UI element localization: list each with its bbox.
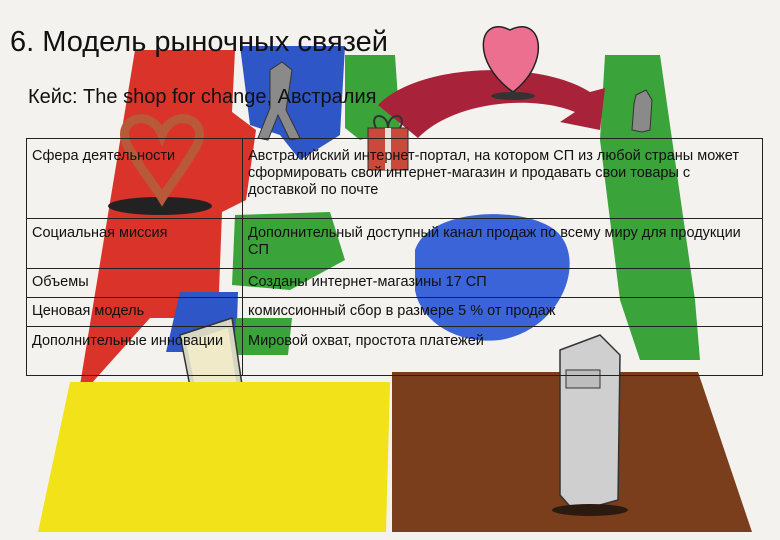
yellow-block (38, 382, 390, 532)
circular-arrow-icon (378, 70, 605, 138)
slide-title: 6. Модель рыночных связей (10, 26, 388, 58)
row-value: Австралийский интернет-портал, на которо… (242, 138, 763, 219)
table-row: Социальная миссия Дополнительный доступн… (26, 218, 763, 269)
row-label: Сфера деятельности (26, 138, 243, 219)
row-value: Созданы интернет-магазины 17 СП (242, 268, 763, 298)
table-row: Объемы Созданы интернет-магазины 17 СП (26, 268, 763, 298)
table-row: Дополнительные инновации Мировой охват, … (26, 326, 763, 376)
row-label: Социальная миссия (26, 218, 243, 269)
row-value: Дополнительный доступный канал продаж по… (242, 218, 763, 269)
row-label: Дополнительные инновации (26, 326, 243, 376)
slide-subtitle: Кейс: The shop for change, Австралия (28, 86, 377, 108)
person-right-icon (631, 89, 653, 133)
row-value: Мировой охват, простота платежей (242, 326, 763, 376)
heart-icon (482, 26, 539, 93)
row-label: Ценовая модель (26, 297, 243, 327)
green-top-block (345, 55, 400, 140)
case-info-table: Сфера деятельности Австралийский интерне… (26, 138, 763, 376)
table-row: Ценовая модель комиссионный сбор в разме… (26, 297, 763, 327)
row-label: Объемы (26, 268, 243, 298)
row-value: комиссионный сбор в размере 5 % от прода… (242, 297, 763, 327)
blue-block (240, 46, 345, 160)
table-row: Сфера деятельности Австралийский интерне… (26, 138, 763, 219)
